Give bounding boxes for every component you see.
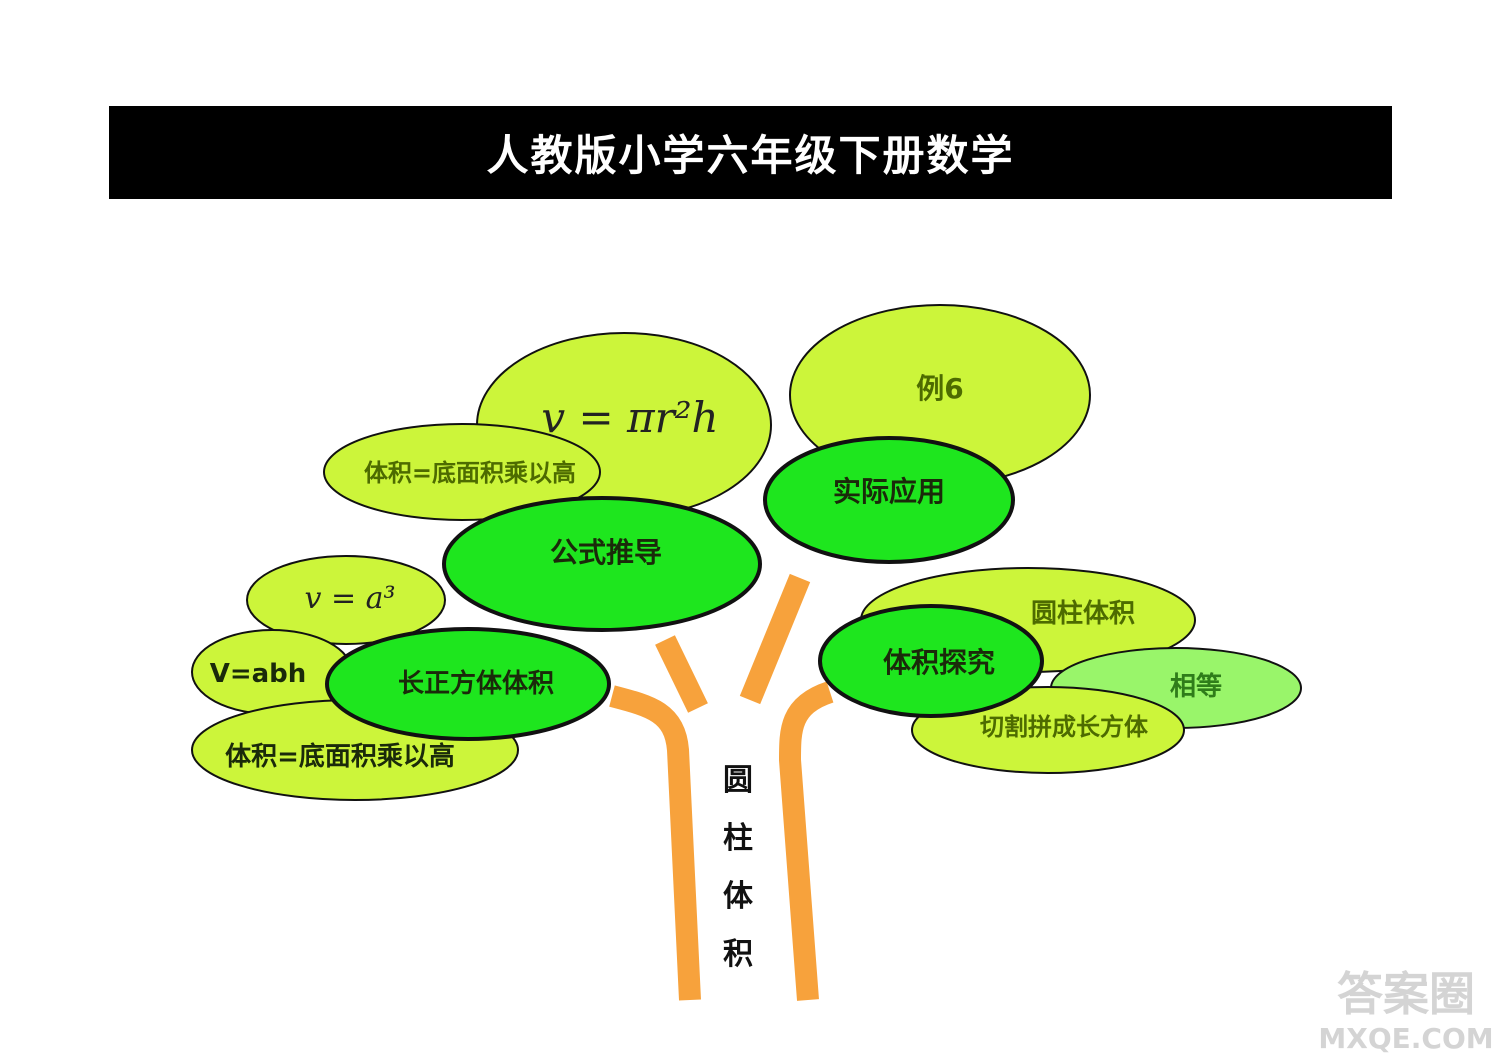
- node-practical-application-label: 实际应用: [833, 475, 945, 508]
- leaf-cube-formula-text: v = a³: [304, 581, 395, 616]
- leaf-base-times-height-top: [323, 423, 601, 521]
- trunk-label-4: 积: [723, 937, 753, 972]
- node-cuboid-volume: [325, 627, 611, 741]
- branch-inner-right: [739, 573, 811, 705]
- leaf-example-text: 例6: [916, 372, 963, 405]
- trunk-label-2: 柱: [723, 821, 753, 856]
- node-volume-exploration: [818, 604, 1044, 718]
- trunk-label-3: 体: [723, 879, 754, 914]
- node-cuboid-volume-label: 长正方体体积: [398, 668, 554, 699]
- leaf-cylinder-volume-text: 圆柱体积: [1031, 599, 1135, 629]
- leaf-base-times-height-top-text: 体积=底面积乘以高: [364, 459, 576, 487]
- node-volume-exploration-label: 体积探究: [883, 646, 995, 679]
- trunk-left: [609, 685, 701, 1001]
- leaf-base-times-height-left-text: 体积=底面积乘以高: [225, 741, 455, 772]
- leaf-cube-formula: [246, 555, 446, 645]
- node-formula-derivation: [442, 496, 762, 632]
- branch-inner-left: [655, 635, 708, 713]
- watermark-line2: MXQE.COM: [1318, 1022, 1493, 1055]
- node-practical-application: [763, 436, 1015, 564]
- trunk-right: [778, 681, 834, 1001]
- tree-trunk: [609, 573, 834, 1001]
- node-formula-derivation-label: 公式推导: [550, 536, 662, 569]
- leaf-equal-text: 相等: [1170, 671, 1222, 702]
- leaf-cylinder-formula-text: v = πr²h: [541, 393, 718, 442]
- page-title: 人教版小学六年级下册数学: [109, 106, 1392, 199]
- leaf-cut-rearrange-text: 切割拼成长方体: [980, 713, 1149, 741]
- watermark: 答案圈 MXQE.COM: [1318, 967, 1493, 1055]
- watermark-line1: 答案圈: [1337, 967, 1475, 1021]
- trunk-label-1: 圆: [723, 763, 753, 798]
- leaf-cuboid-formula-text: V=abh: [210, 659, 307, 689]
